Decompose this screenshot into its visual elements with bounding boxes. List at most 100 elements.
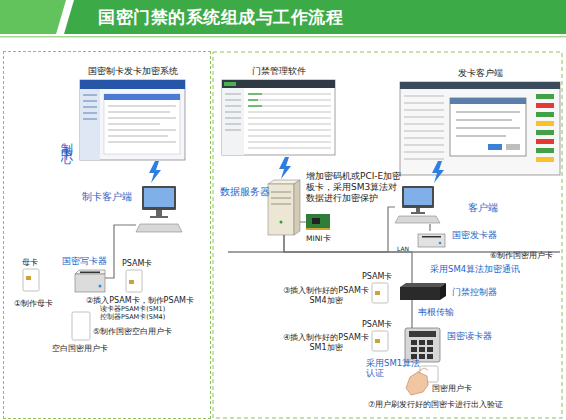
title-banner [0,0,566,38]
card-node: PSAM卡 [372,331,388,351]
title-banner [56,0,74,34]
mini-card-board [306,228,330,230]
step-note: ⑤制作国密空白用户卡 [93,327,172,337]
sub-note: 读卡器PSAM卡(SM1) [100,306,165,314]
software-screenshot [536,94,554,99]
software-screenshot [450,98,526,156]
software-screenshot [222,88,244,155]
sub-note: 控制器PSAM卡(SM4) [100,314,165,322]
mini-card-node: MINI卡 [306,214,330,230]
wireless-symbol [432,161,444,183]
card-label: PSAM卡 [362,272,392,282]
card-reader-icon [411,340,433,359]
software-screenshot [456,112,520,136]
server-icon [271,192,291,204]
server-icon [294,180,300,235]
connector-label: LAN [397,245,409,252]
mini-card-board [306,214,330,230]
computer-icon [395,186,440,223]
step-note: ⑦用户刷发行好的国密卡进行出入验证 [368,400,503,410]
device-label: 国密写卡器 [62,256,107,267]
wireless-symbol [279,157,291,179]
software-screenshot [222,80,335,88]
software-screenshot [80,80,185,160]
software-screenshot [488,144,502,150]
protocol-note: 采用SM1算法认证 [366,358,428,378]
panel-box: 制卡中心国密制卡发卡加密系统制卡客户端国密写卡器母卡 PSAM卡空白国密用户卡 [4,52,210,418]
card-icon [372,283,388,303]
hand-icon [418,368,428,372]
card-node: 母卡 [23,269,39,291]
connector-line [284,207,395,252]
connector-line [429,224,430,231]
software-node: 门禁管理软件 [222,80,335,155]
card-writer-icon [99,285,102,288]
title-banner [0,0,566,34]
protocol-note: 采用SM4算法加密通讯 [430,264,520,274]
wireless-symbol [149,161,161,183]
software-screenshot [536,103,554,108]
server-icon [280,221,283,224]
software-screenshot [536,148,554,153]
card-issuer-icon [418,234,445,247]
controller-icon [400,283,446,287]
device-label: 国密读卡器 [447,331,492,342]
card-reader-icon [409,331,436,337]
card-issuer-icon [418,234,445,247]
computer-icon [142,186,176,210]
connector-line [284,235,412,283]
computer-icon [144,188,174,207]
card-label: 国密用户卡 [432,384,472,394]
software-screenshot [80,89,100,160]
software-screenshot [83,95,97,119]
computer-node: 制卡客户端 [136,185,182,235]
software-screenshot [536,157,554,162]
software-screenshot [536,139,554,144]
software-screenshot [222,80,335,155]
software-screenshot [248,94,331,148]
computer-node: 客户端 [395,186,440,224]
device-label: 客户端 [468,202,498,214]
software-node: 国密制卡发卡加密系统 [80,80,185,160]
step-note: ④插入制作好的PSAM卡 SM1加密 [280,333,372,352]
device-label: 门禁控制器 [452,287,497,298]
software-screenshot [108,106,176,142]
card-label: PSAM卡 [122,259,152,269]
server-note: 增加密码机或PCI-E加密板卡，采用SM3算法对数据进行加密保护 [306,171,406,203]
software-screenshot [400,82,560,175]
software-screenshot [506,144,520,150]
computer-icon [150,216,168,218]
hand-icon [406,372,428,395]
software-screenshot [400,82,560,175]
center-title: 制卡中心 [60,133,74,145]
controller-icon [440,283,446,300]
step-note: ①制作母卡 [14,299,53,309]
software-screenshot [224,82,236,86]
software-screenshot [536,112,554,117]
computer-icon [404,188,432,205]
software-screenshot [80,80,185,89]
card-issuer-icon [422,236,441,238]
page-title: 国密门禁的系统组成与工作流程 [98,6,343,29]
card-issuer-node: 国密发卡器 [418,231,445,247]
card-node: 空白国密用户卡 [72,312,90,340]
controller-node: 门禁控制器 [400,283,446,300]
card-writer-icon [75,274,105,292]
computer-icon [395,216,440,223]
server-icon [268,180,300,235]
dashed-panel [213,52,562,418]
title-banner [0,36,566,38]
connector-line [105,225,136,278]
card-chip [129,280,134,284]
connector-line [300,221,306,222]
software-screenshot [248,94,262,106]
mini-card-board [306,214,330,230]
card-label: MINI卡 [306,234,331,243]
device-label: 制卡客户端 [82,191,132,203]
device-label: 国密发卡器 [452,230,497,241]
connector-label: 韦根传输 [418,307,454,317]
card-issuer-icon [439,242,442,245]
